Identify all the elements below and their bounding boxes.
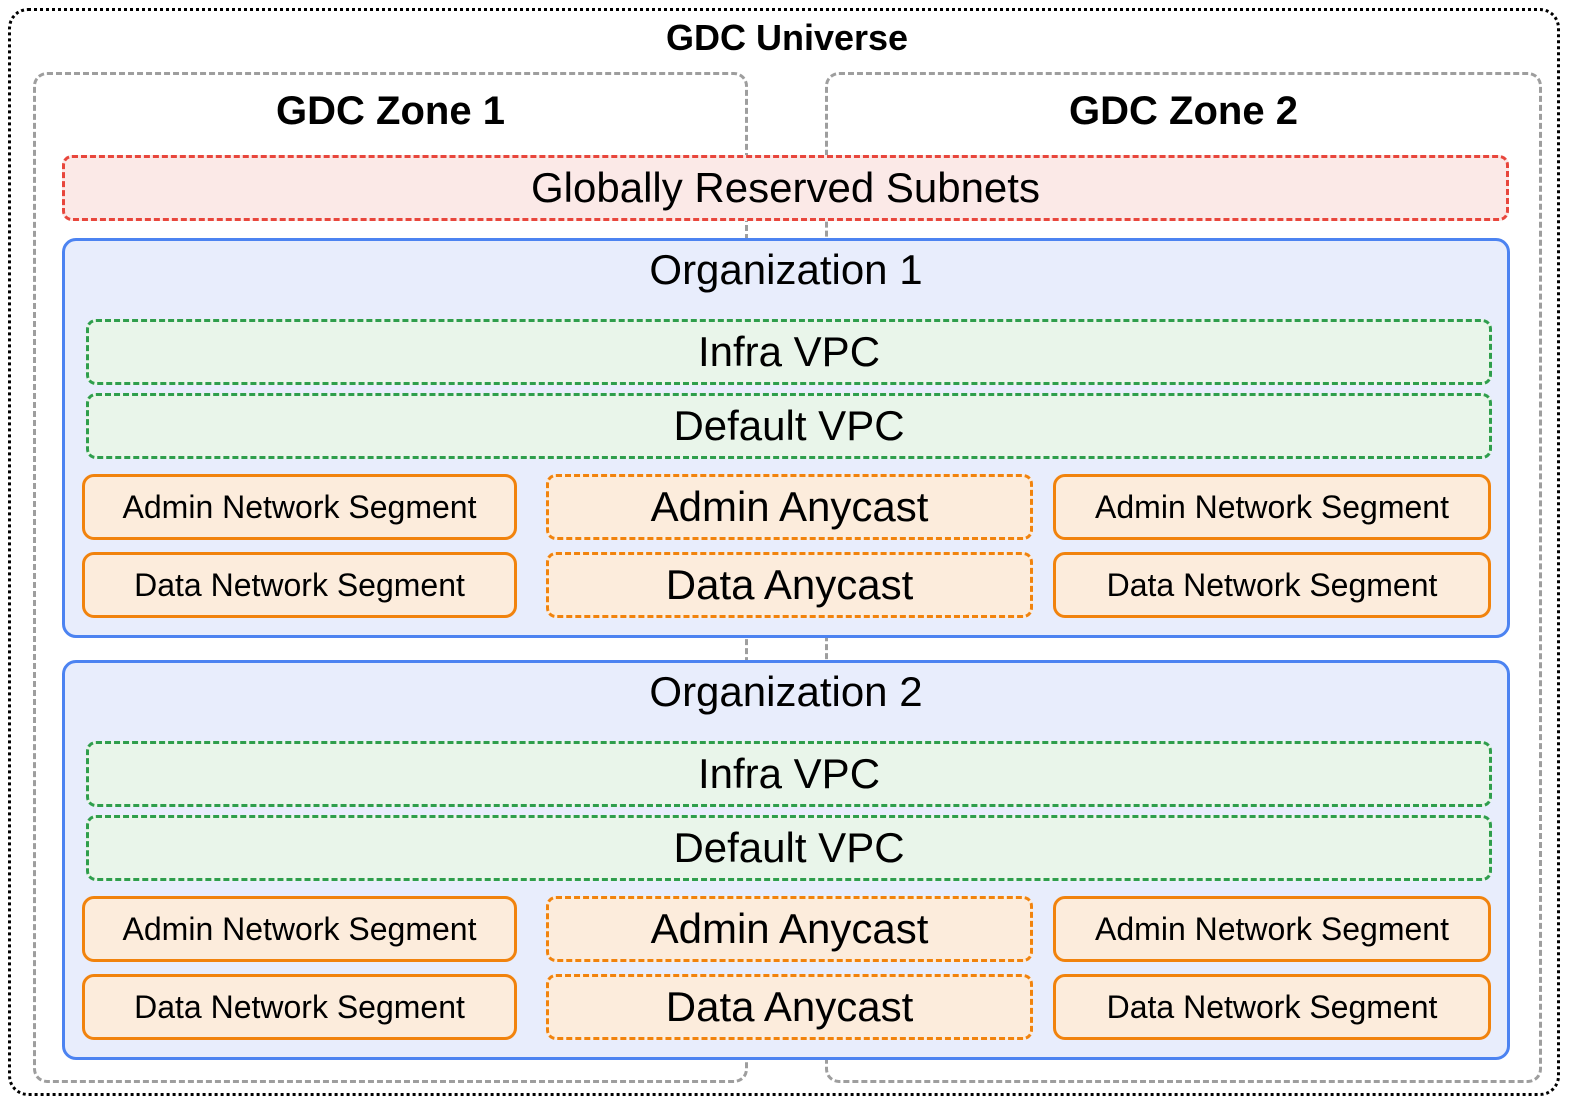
organization-2-zone2-data-network-segment: Data Network Segment (1053, 974, 1491, 1040)
admin-anycast-label: Admin Anycast (650, 905, 929, 952)
data-anycast-label: Data Anycast (665, 983, 914, 1030)
admin-network-segment-label: Admin Network Segment (122, 488, 477, 525)
organization-2-zone1-data-network-segment: Data Network Segment (82, 974, 517, 1040)
organization-1-data-anycast: Data Anycast (546, 552, 1033, 618)
globally-reserved-subnets-label: Globally Reserved Subnets (531, 164, 1040, 211)
organization-2-title: Organization 2 (649, 668, 923, 715)
universe-title: GDC Universe (665, 17, 909, 58)
globally-reserved-subnets-box: Globally Reserved Subnets (62, 155, 1509, 221)
organization-2-zone1-admin-network-segment: Admin Network Segment (82, 896, 517, 962)
organization-1-default-vpc-box: Default VPC (86, 393, 1492, 459)
zone-2-title: GDC Zone 2 (1069, 89, 1298, 133)
data-network-segment-label: Data Network Segment (1106, 566, 1438, 603)
organization-2-infra-vpc-box: Infra VPC (86, 741, 1492, 807)
organization-1-title: Organization 1 (649, 246, 923, 293)
data-network-segment-label: Data Network Segment (1106, 988, 1438, 1025)
organization-1-zone2-admin-network-segment: Admin Network Segment (1053, 474, 1491, 540)
organization-2-data-anycast: Data Anycast (546, 974, 1033, 1040)
admin-anycast-label: Admin Anycast (650, 483, 929, 530)
admin-network-segment-label: Admin Network Segment (1095, 910, 1449, 947)
admin-network-segment-label: Admin Network Segment (1095, 488, 1449, 525)
data-network-segment-label: Data Network Segment (134, 566, 465, 603)
organization-1-box: Organization 1 Infra VPC Default VPC Adm… (62, 238, 1510, 638)
organization-1-zone1-data-network-segment: Data Network Segment (82, 552, 517, 618)
organization-1-admin-anycast: Admin Anycast (546, 474, 1033, 540)
data-anycast-label: Data Anycast (665, 561, 914, 608)
organization-2-admin-anycast: Admin Anycast (546, 896, 1033, 962)
admin-network-segment-label: Admin Network Segment (122, 910, 477, 947)
default-vpc-label: Default VPC (673, 824, 905, 871)
infra-vpc-label: Infra VPC (697, 328, 881, 375)
organization-2-zone2-admin-network-segment: Admin Network Segment (1053, 896, 1491, 962)
organization-1-infra-vpc-box: Infra VPC (86, 319, 1492, 385)
infra-vpc-label: Infra VPC (697, 750, 881, 797)
organization-1-zone2-data-network-segment: Data Network Segment (1053, 552, 1491, 618)
universe-border (8, 8, 1560, 1096)
organization-2-box: Organization 2 Infra VPC Default VPC Adm… (62, 660, 1510, 1060)
zone-1-title: GDC Zone 1 (276, 89, 505, 133)
organization-1-zone1-admin-network-segment: Admin Network Segment (82, 474, 517, 540)
organization-2-default-vpc-box: Default VPC (86, 815, 1492, 881)
default-vpc-label: Default VPC (673, 402, 905, 449)
data-network-segment-label: Data Network Segment (134, 988, 465, 1025)
